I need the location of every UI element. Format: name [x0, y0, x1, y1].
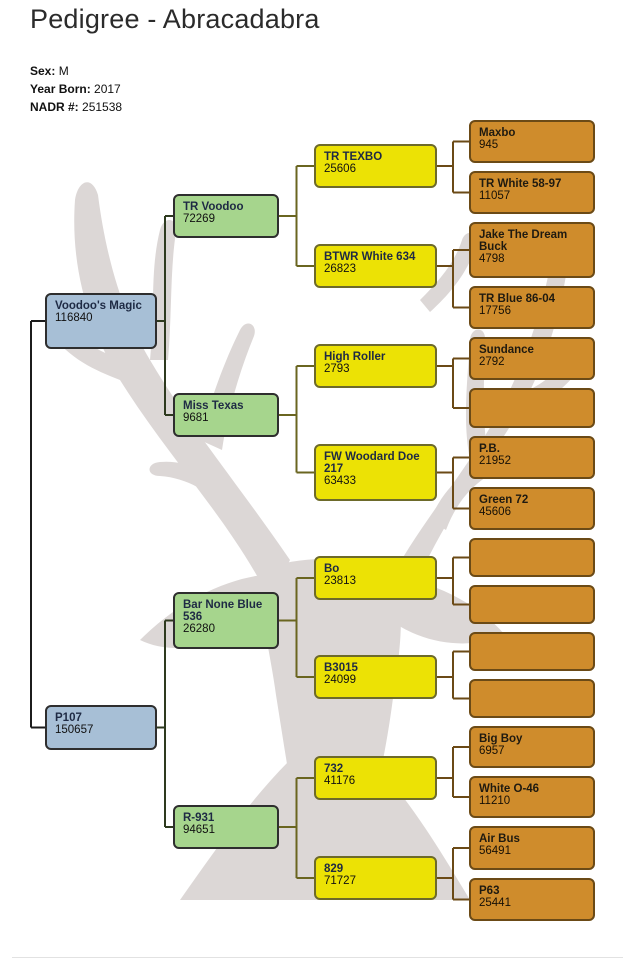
node-number: 63433 [324, 475, 356, 487]
nadr-info: NADR #: 251538 [30, 100, 122, 114]
node-number: 41176 [324, 775, 356, 787]
node-number: 11210 [479, 795, 511, 807]
gg-grandparent-node-empty[interactable] [469, 585, 595, 624]
node-name: BTWR White 634 [324, 251, 416, 263]
gg-grandparent-node[interactable]: Sundance 2792 [469, 337, 595, 380]
node-name: Green 72 [479, 494, 529, 506]
grandparent-node[interactable]: R-931 94651 [173, 805, 279, 849]
great-grandparent-node[interactable]: High Roller 2793 [314, 344, 437, 388]
node-number: 11057 [479, 190, 511, 202]
great-grandparent-node[interactable]: FW Woodard Doe 217 63433 [314, 444, 437, 501]
node-name: Bo [324, 563, 340, 575]
year-born-label: Year Born: [30, 82, 91, 96]
gg-grandparent-node-empty[interactable] [469, 679, 595, 718]
nadr-value: 251538 [82, 100, 123, 114]
grandparent-node[interactable]: TR Voodoo 72269 [173, 194, 279, 238]
node-number: 4798 [479, 253, 505, 265]
gg-grandparent-node[interactable]: TR Blue 86-04 17756 [469, 286, 595, 329]
gg-grandparent-node[interactable]: Air Bus 56491 [469, 826, 595, 870]
node-number: 26823 [324, 263, 356, 275]
node-number: 71727 [324, 875, 356, 887]
gg-grandparent-node[interactable]: Big Boy 6957 [469, 726, 595, 768]
node-name: P.B. [479, 443, 500, 455]
grandparent-node[interactable]: Miss Texas 9681 [173, 393, 279, 437]
node-number: 150657 [55, 724, 94, 736]
node-name: FW Woodard Doe 217 [324, 451, 420, 475]
node-number: 21952 [479, 455, 511, 467]
node-number: 45606 [479, 506, 511, 518]
node-number: 945 [479, 139, 499, 151]
sex-value: M [58, 64, 69, 78]
node-name: Voodoo's Magic [55, 300, 142, 312]
node-name: B3015 [324, 662, 358, 674]
gg-grandparent-node[interactable]: P63 25441 [469, 878, 595, 921]
node-number: 2792 [479, 356, 505, 368]
node-number: 2793 [324, 363, 350, 375]
gg-grandparent-node[interactable]: Green 72 45606 [469, 487, 595, 530]
node-name: Big Boy [479, 733, 523, 745]
node-name: White O-46 [479, 783, 540, 795]
node-number: 25606 [324, 163, 356, 175]
node-name: 732 [324, 763, 344, 775]
page-title: Pedigree - Abracadabra [30, 4, 320, 34]
node-name: TR TEXBO [324, 151, 383, 163]
great-grandparent-node[interactable]: TR TEXBO 25606 [314, 144, 437, 188]
nadr-label: NADR #: [30, 100, 79, 114]
node-number: 24099 [324, 674, 356, 686]
node-number: 26280 [183, 623, 215, 635]
great-grandparent-node[interactable]: BTWR White 634 26823 [314, 244, 437, 288]
node-number: 56491 [479, 845, 511, 857]
sex-label: Sex: [30, 64, 56, 78]
grandparent-node[interactable]: Bar None Blue 536 26280 [173, 592, 279, 649]
node-name: Bar None Blue 536 [183, 599, 263, 623]
node-name: P107 [55, 712, 82, 724]
year-born-info: Year Born: 2017 [30, 82, 121, 96]
year-born-value: 2017 [94, 82, 121, 96]
gg-grandparent-node[interactable]: Jake The Dream Buck 4798 [469, 222, 595, 278]
great-grandparent-node[interactable]: 732 41176 [314, 756, 437, 800]
node-number: 9681 [183, 412, 209, 424]
node-number: 17756 [479, 305, 511, 317]
great-grandparent-node[interactable]: B3015 24099 [314, 655, 437, 699]
node-name: Maxbo [479, 127, 516, 139]
gg-grandparent-node[interactable]: TR White 58-97 11057 [469, 171, 595, 214]
node-name: TR Voodoo [183, 201, 244, 213]
node-name: Miss Texas [183, 400, 244, 412]
gg-grandparent-node-empty[interactable] [469, 632, 595, 671]
node-name: High Roller [324, 351, 386, 363]
node-number: 116840 [55, 312, 93, 324]
node-number: 23813 [324, 575, 356, 587]
node-name: TR Blue 86-04 [479, 293, 556, 305]
gg-grandparent-node[interactable]: P.B. 21952 [469, 436, 595, 479]
node-name: Sundance [479, 344, 534, 356]
node-name: 829 [324, 863, 344, 875]
node-name: Jake The Dream Buck [479, 229, 568, 253]
node-name: TR White 58-97 [479, 178, 562, 190]
node-name: Air Bus [479, 833, 520, 845]
node-number: 94651 [183, 824, 215, 836]
node-number: 25441 [479, 897, 511, 909]
gg-grandparent-node[interactable]: White O-46 11210 [469, 776, 595, 818]
node-number: 72269 [183, 213, 215, 225]
great-grandparent-node[interactable]: 829 71727 [314, 856, 437, 900]
node-name: P63 [479, 885, 500, 897]
node-name: R-931 [183, 812, 215, 824]
gg-grandparent-node[interactable]: Maxbo 945 [469, 120, 595, 163]
node-number: 6957 [479, 745, 505, 757]
gg-grandparent-node-empty[interactable] [469, 538, 595, 577]
dam-node[interactable]: P107 150657 [45, 705, 157, 750]
gg-grandparent-node-empty[interactable] [469, 388, 595, 428]
sire-node[interactable]: Voodoo's Magic 116840 [45, 293, 157, 349]
great-grandparent-node[interactable]: Bo 23813 [314, 556, 437, 600]
page-bottom-border [12, 957, 623, 958]
sex-info: Sex: M [30, 64, 69, 78]
